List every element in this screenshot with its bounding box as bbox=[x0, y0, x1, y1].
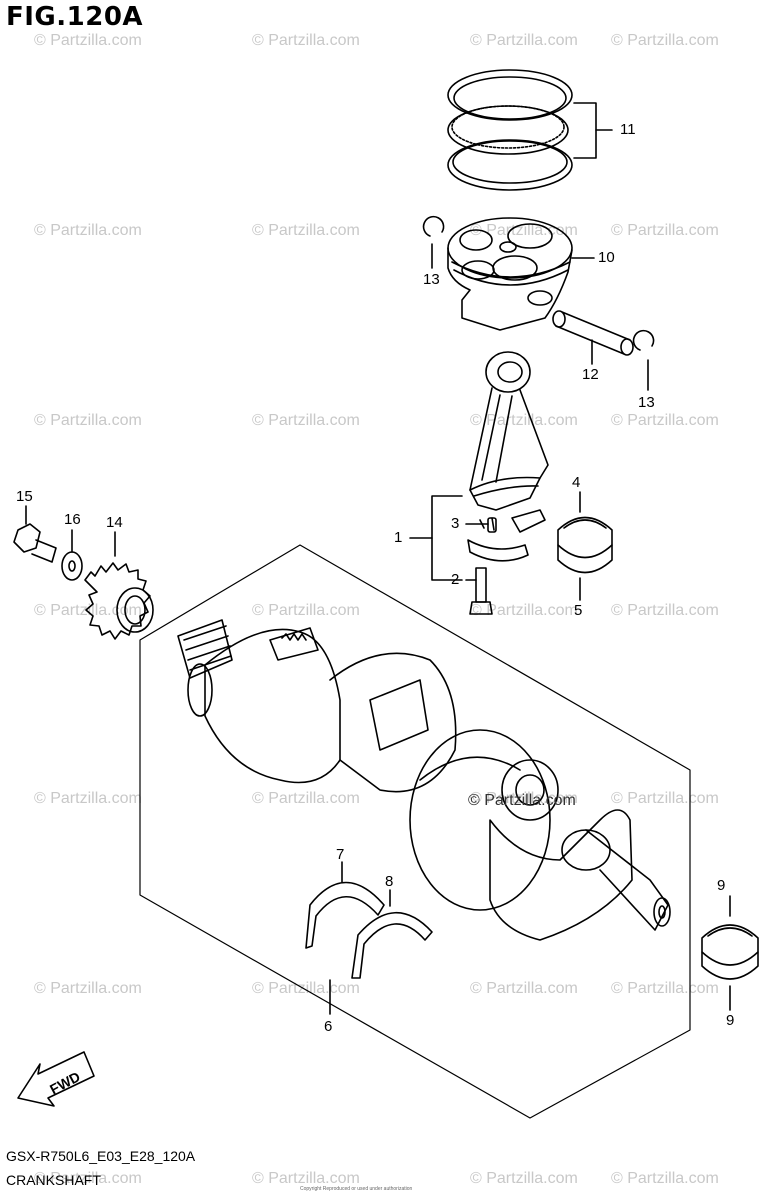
watermark-tile: © Partzilla.com bbox=[470, 980, 578, 997]
watermark-tile: © Partzilla.com bbox=[470, 1170, 578, 1187]
callout-9-top[interactable]: 9 bbox=[717, 877, 726, 894]
watermark-tile: © Partzilla.com bbox=[34, 602, 142, 619]
callout-12[interactable]: 12 bbox=[582, 366, 599, 383]
callout-4[interactable]: 4 bbox=[572, 474, 581, 491]
leader-1 bbox=[431, 495, 463, 581]
watermark-tile: © Partzilla.com bbox=[611, 222, 719, 239]
watermark-tile: © Partzilla.com bbox=[252, 222, 360, 239]
figure-title: FIG.120A bbox=[6, 2, 144, 32]
callout-15[interactable]: 15 bbox=[16, 488, 33, 505]
crankshaft-box bbox=[139, 544, 691, 1119]
callout-5[interactable]: 5 bbox=[574, 602, 583, 619]
watermark-center: © Partzilla.com bbox=[468, 792, 576, 809]
watermark-tile: © Partzilla.com bbox=[470, 32, 578, 49]
bolt[interactable] bbox=[13, 523, 57, 563]
section-name: CRANKSHAFT bbox=[6, 1172, 101, 1188]
callout-14[interactable]: 14 bbox=[106, 514, 123, 531]
callout-13-right[interactable]: 13 bbox=[638, 394, 655, 411]
rod-bolt[interactable] bbox=[469, 567, 493, 615]
thrust-bearings[interactable] bbox=[305, 881, 433, 979]
watermark-tile: © Partzilla.com bbox=[611, 1170, 719, 1187]
callout-10[interactable]: 10 bbox=[598, 249, 615, 266]
watermark-tile: © Partzilla.com bbox=[252, 602, 360, 619]
main-bearing[interactable] bbox=[701, 924, 759, 980]
watermark-tile: © Partzilla.com bbox=[252, 1170, 360, 1187]
circlip-left[interactable] bbox=[422, 215, 445, 237]
callout-6[interactable]: 6 bbox=[324, 1018, 333, 1035]
watermark-tile: © Partzilla.com bbox=[470, 602, 578, 619]
model-code: GSX-R750L6_E03_E28_120A bbox=[6, 1148, 196, 1164]
callout-16[interactable]: 16 bbox=[64, 511, 81, 528]
watermark-tile: © Partzilla.com bbox=[611, 790, 719, 807]
watermark-tile: © Partzilla.com bbox=[611, 602, 719, 619]
watermark-tile: © Partzilla.com bbox=[34, 32, 142, 49]
circlip-right[interactable] bbox=[632, 329, 655, 351]
crankshaft[interactable] bbox=[177, 619, 671, 941]
callout-13-left[interactable]: 13 bbox=[423, 271, 440, 288]
washer[interactable] bbox=[61, 551, 83, 581]
conrod-bearing[interactable] bbox=[557, 516, 613, 574]
watermark-tile: © Partzilla.com bbox=[34, 222, 142, 239]
copyright-fine-print: Copyright Reproduced or used under autho… bbox=[300, 1186, 413, 1192]
piston-pin[interactable] bbox=[552, 310, 634, 356]
connecting-rod[interactable] bbox=[467, 351, 549, 562]
watermark-tile: © Partzilla.com bbox=[252, 32, 360, 49]
callout-2[interactable]: 2 bbox=[451, 571, 460, 588]
callout-9-bottom[interactable]: 9 bbox=[726, 1012, 735, 1029]
watermark-tile: © Partzilla.com bbox=[611, 412, 719, 429]
watermark-tile: © Partzilla.com bbox=[34, 790, 142, 807]
watermark-tile: © Partzilla.com bbox=[34, 412, 142, 429]
callout-3[interactable]: 3 bbox=[451, 515, 460, 532]
piston[interactable] bbox=[447, 217, 573, 331]
watermark-tile: © Partzilla.com bbox=[34, 980, 142, 997]
callout-1[interactable]: 1 bbox=[394, 529, 403, 546]
watermark-tile: © Partzilla.com bbox=[252, 790, 360, 807]
fwd-arrow: FWD bbox=[17, 1051, 95, 1107]
watermark-tile: © Partzilla.com bbox=[611, 32, 719, 49]
sprocket[interactable] bbox=[84, 562, 154, 640]
watermark-tile: © Partzilla.com bbox=[34, 1170, 142, 1187]
callout-11[interactable]: 11 bbox=[620, 121, 636, 138]
piston-rings[interactable] bbox=[447, 69, 573, 191]
watermark-tile: © Partzilla.com bbox=[252, 412, 360, 429]
callout-8[interactable]: 8 bbox=[385, 873, 394, 890]
watermark-tile: © Partzilla.com bbox=[470, 412, 578, 429]
callout-7[interactable]: 7 bbox=[336, 846, 345, 863]
watermark-tile: © Partzilla.com bbox=[470, 790, 578, 807]
leader-11 bbox=[573, 102, 597, 159]
watermark-tile: © Partzilla.com bbox=[252, 980, 360, 997]
watermark-tile: © Partzilla.com bbox=[611, 980, 719, 997]
